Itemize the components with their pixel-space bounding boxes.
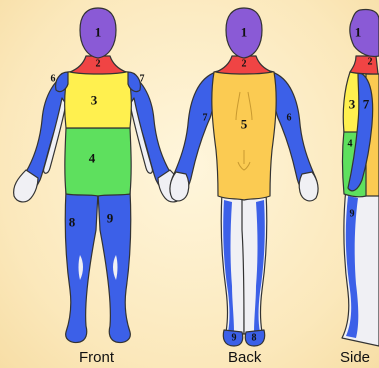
back-label-back: 5 — [241, 117, 248, 132]
side-figure — [342, 9, 379, 346]
back-label-right-arm: 6 — [287, 113, 292, 124]
caption-back: Back — [228, 349, 261, 366]
side-neck — [350, 56, 378, 74]
back-label-right-leg: 8 — [252, 333, 257, 344]
back-label-left-leg: 9 — [232, 333, 237, 344]
front-label-neck: 2 — [96, 59, 101, 70]
front-label-chest: 3 — [91, 93, 98, 108]
front-label-left-arm: 7 — [140, 74, 145, 85]
front-label-left-leg: 9 — [107, 211, 114, 226]
side-label-neck: 2 — [368, 57, 373, 68]
front-label-right-leg: 8 — [69, 215, 76, 230]
back-label-head: 1 — [241, 25, 248, 40]
caption-front: Front — [79, 349, 114, 366]
back-right-hand — [299, 172, 318, 201]
front-label-right-arm: 6 — [51, 74, 56, 85]
front-abdomen — [65, 128, 131, 196]
back-label-left-arm: 7 — [203, 113, 208, 124]
back-left-hand — [170, 172, 189, 201]
front-label-head: 1 — [95, 25, 102, 40]
front-right-shoulder — [56, 72, 68, 92]
side-label-abdomen: 4 — [348, 139, 353, 150]
side-label-chest: 3 — [349, 97, 356, 112]
caption-side: Side — [340, 349, 370, 366]
side-label-arm: 7 — [363, 97, 370, 112]
side-label-leg: 9 — [350, 209, 355, 220]
back-label-neck: 2 — [242, 59, 247, 70]
side-label-head: 1 — [355, 25, 362, 40]
back-torso — [212, 70, 276, 201]
front-label-abdomen: 4 — [89, 151, 96, 166]
front-chest — [65, 71, 132, 128]
